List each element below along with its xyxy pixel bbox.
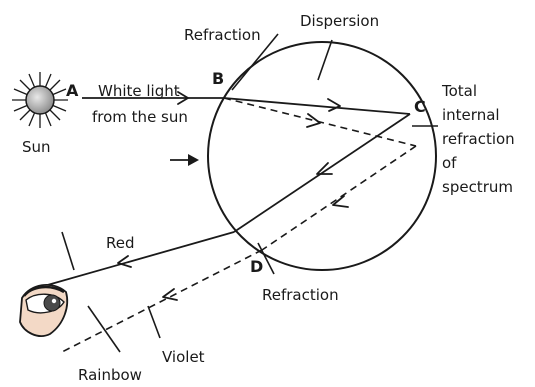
violet-reflected-arrow: [332, 195, 349, 208]
red-reflected-arrow: [316, 162, 333, 175]
white-light-label-line2: from the sun: [92, 108, 188, 126]
rainbow-label: Rainbow: [78, 366, 142, 383]
red-ray-tick: [61, 231, 75, 271]
refraction-top-label: Refraction: [184, 26, 261, 44]
violet-ray-exit: [61, 249, 263, 353]
rainbow-tick: [87, 305, 121, 353]
violet-ray-arrow: [306, 113, 321, 128]
white-light-label-line1: White light: [98, 82, 180, 100]
leader-refraction-top: [231, 33, 279, 91]
incoming-ray-arrow: [177, 91, 189, 105]
sun-icon: [12, 72, 68, 128]
red-ray-exit: [43, 231, 235, 287]
total-internal-label-line3: refraction: [442, 130, 515, 148]
total-internal-label-line2: internal: [442, 106, 500, 124]
total-internal-label-line1: Total: [441, 82, 477, 100]
raindrop-circle: [207, 41, 437, 271]
eye-icon: [19, 284, 69, 337]
red-exit-arrow: [117, 255, 132, 268]
point-b-label: B: [212, 69, 224, 88]
point-d-label: D: [250, 257, 263, 276]
total-internal-label-line4: of: [442, 154, 457, 172]
red-ray-arrow: [327, 98, 341, 112]
leader-refraction-bottom: [257, 242, 275, 275]
leader-dispersion: [317, 39, 333, 81]
red-ray-reflected: [233, 113, 411, 233]
pointer-arrow-head: [188, 154, 199, 166]
point-a-label: A: [66, 81, 79, 100]
dispersion-label: Dispersion: [300, 12, 379, 30]
violet-ray-reflected: [261, 145, 417, 251]
violet-exit-arrow: [162, 288, 178, 301]
refraction-bottom-label: Refraction: [262, 286, 339, 304]
red-label: Red: [106, 234, 135, 252]
total-internal-label-line5: spectrum: [442, 178, 513, 196]
violet-label: Violet: [162, 348, 205, 366]
sun-label: Sun: [22, 138, 51, 156]
point-c-label: C: [414, 97, 426, 116]
violet-ray-tick: [147, 305, 161, 339]
red-ray-inside: [223, 97, 411, 115]
